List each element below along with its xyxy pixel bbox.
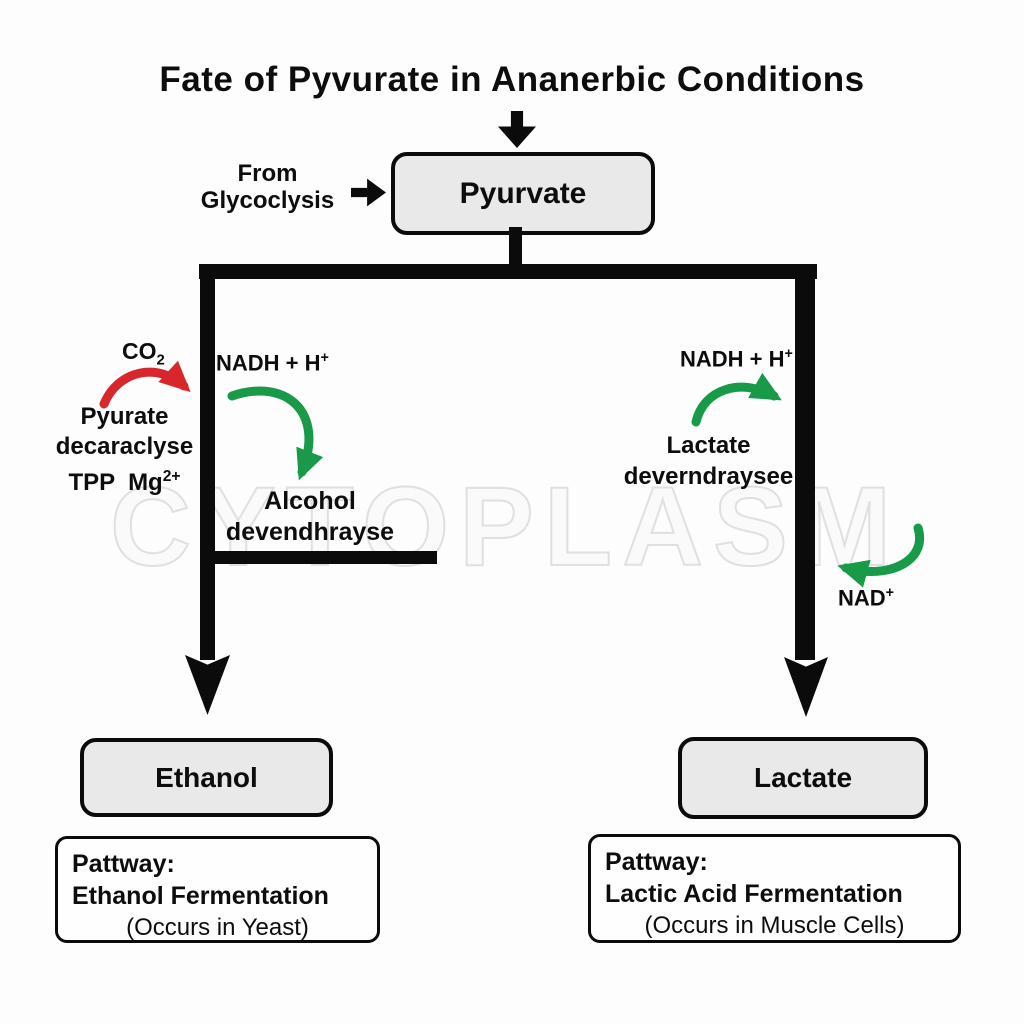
enzyme-left-line1: Pyurate <box>80 403 169 430</box>
nadh-consumption-arrow-left-icon <box>227 386 324 481</box>
enzyme-left-line2: decaraclyse <box>55 433 194 460</box>
from-glycolysis-line2: Glycoclysis <box>200 187 335 214</box>
nadh-right-base: NADH + H <box>680 346 785 372</box>
ethanol-arrowhead-icon <box>185 655 230 715</box>
nadh-right-superscript: + <box>784 346 793 362</box>
co2-release-arrow-icon <box>99 360 191 409</box>
nad-regeneration-arrow-icon <box>837 523 925 588</box>
lactate-pathway-box: Pattway: Lactic Acid Fermentation (Occur… <box>588 834 961 943</box>
right-branch-vertical-line <box>795 264 815 660</box>
from-glycolysis-line1: From <box>237 160 298 187</box>
co2-base: CO <box>122 338 157 364</box>
cytoplasm-watermark: CYTOPLASM <box>109 463 902 590</box>
ethanol-pathway-name: Ethanol Fermentation <box>72 882 329 910</box>
nad-label: NAD+ <box>838 585 894 611</box>
left-horizontal-spur <box>200 551 437 564</box>
alcohol-line1: Alcohol <box>264 487 356 515</box>
lactate-enzyme-line2: deverndraysee <box>623 463 794 490</box>
nad-superscript: + <box>885 585 895 601</box>
from-glycolysis-arrow-icon <box>351 178 386 207</box>
diagram-title: Fate of Pyvurate in Ananerbic Conditions <box>159 60 865 99</box>
mg-superscript: 2+ <box>162 468 181 485</box>
ethanol-pathway-box: Pattway: Ethanol Fermentation (Occurs in… <box>55 836 380 943</box>
lactate-pathway-label: Pattway: <box>605 848 708 876</box>
from-glycolysis-label: From Glycoclysis <box>190 160 345 214</box>
ethanol-pathway-label: Pattway: <box>72 850 175 878</box>
alcohol-line2: devendhrayse <box>225 518 395 546</box>
lactate-dehydrogenase-label: Lactate deverndraysee <box>606 430 811 492</box>
ethanol-node: Ethanol <box>80 738 333 817</box>
lactate-enzyme-line1: Lactate <box>666 432 751 459</box>
ethanol-node-label: Ethanol <box>155 761 258 793</box>
pyruvate-decarboxylase-label: Pyurate decaraclyse TPP Mg2+ <box>42 402 207 498</box>
nadh-left-superscript: + <box>320 350 329 366</box>
co2-label: CO2 <box>122 338 165 369</box>
co2-subscript: 2 <box>156 351 165 369</box>
enzyme-left-line3: TPP Mg <box>68 469 163 496</box>
nadh-left-base: NADH + H <box>216 350 321 376</box>
lactate-pathway-note: (Occurs in Muscle Cells) <box>644 912 905 939</box>
lactate-node-label: Lactate <box>753 762 853 793</box>
nadh-left-label: NADH + H+ <box>216 350 329 376</box>
lactate-node: Lactate <box>678 737 928 819</box>
nad-base: NAD <box>838 585 886 611</box>
lactate-arrowhead-icon <box>784 657 828 717</box>
branch-horizontal-bar <box>199 264 817 279</box>
pyruvate-node-label: Pyurvate <box>459 176 587 210</box>
ethanol-pathway-note: (Occurs in Yeast) <box>126 914 309 941</box>
nadh-consumption-arrow-right-icon <box>691 372 782 427</box>
lactate-pathway-name: Lactic Acid Fermentation <box>605 880 903 908</box>
title-down-arrow-icon <box>498 111 536 148</box>
alcohol-dehydrogenase-label: Alcohol devendhrayse <box>210 486 410 548</box>
pyruvate-stub-connector <box>509 227 522 267</box>
pyruvate-node: Pyurvate <box>391 152 655 235</box>
nadh-right-label: NADH + H+ <box>680 346 793 372</box>
